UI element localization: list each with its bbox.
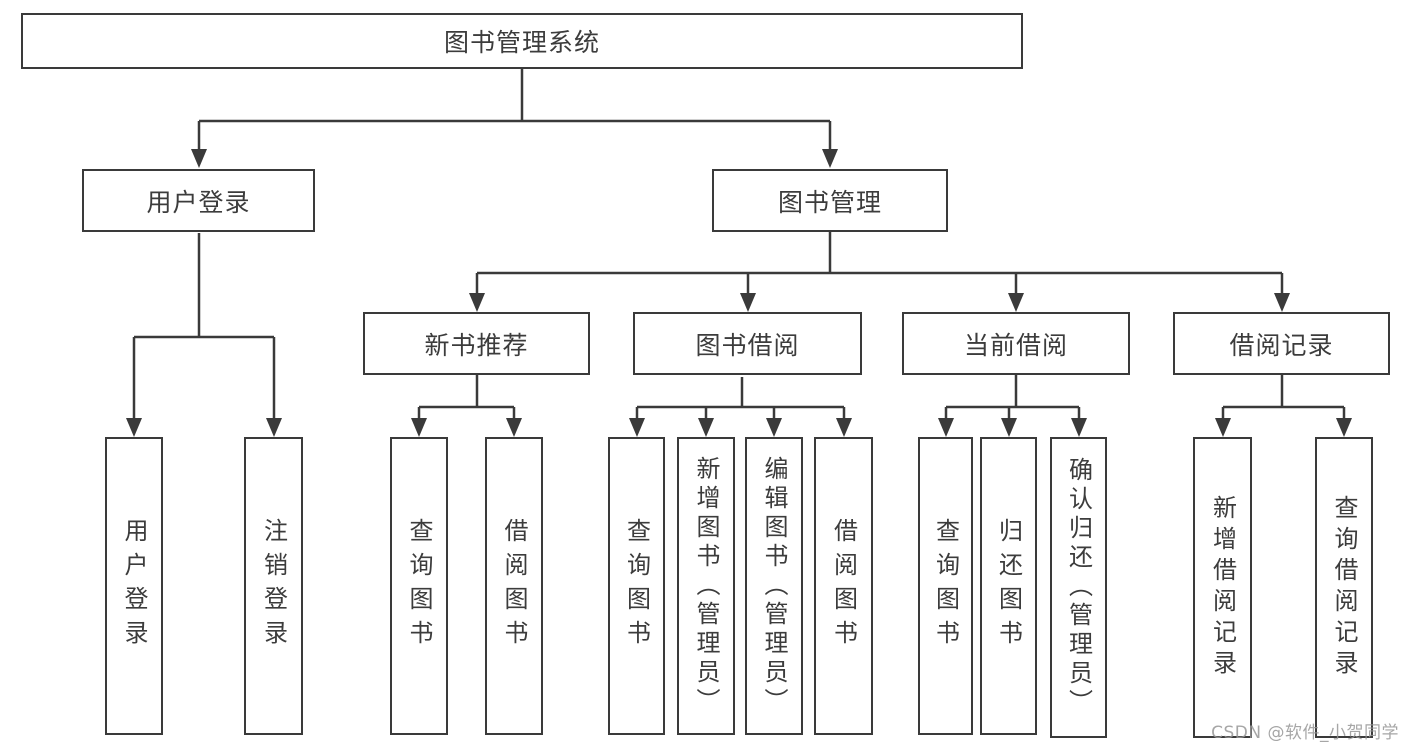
leaf-add-book-admin-label: 新增图书（管理员） xyxy=(692,455,720,717)
leaf-query-books-recommend: 查询图书 xyxy=(390,437,448,735)
leaf-edit-book-admin: 编辑图书（管理员） xyxy=(745,437,803,735)
leaf-query-books-current: 查询图书 xyxy=(918,437,973,735)
csdn-watermark: CSDN @软件_小贺同学 xyxy=(1211,723,1399,743)
leaf-return-books-label: 归还图书 xyxy=(994,518,1023,654)
leaf-query-borrow-record-label: 查询借阅记录 xyxy=(1330,494,1358,681)
leaf-confirm-return-admin-label: 确认归还（管理员） xyxy=(1064,457,1093,718)
node-user-login: 用户登录 xyxy=(82,169,315,232)
leaf-borrow-books-recommend-label: 借阅图书 xyxy=(500,518,528,654)
leaf-user-login-label: 用户登录 xyxy=(120,518,148,654)
node-new-book-recommend: 新书推荐 xyxy=(363,312,590,375)
node-library-management-system: 图书管理系统 xyxy=(21,13,1023,69)
node-new-book-recommend-label: 新书推荐 xyxy=(424,330,529,360)
node-book-borrowing: 图书借阅 xyxy=(633,312,862,375)
leaf-logout-label: 注销登录 xyxy=(259,518,288,654)
arrowheads xyxy=(126,149,1352,437)
node-borrowing-records-label: 借阅记录 xyxy=(1229,330,1334,360)
leaf-edit-book-admin-label: 编辑图书（管理员） xyxy=(760,455,788,717)
leaf-query-books-current-label: 查询图书 xyxy=(931,518,960,654)
leaf-logout: 注销登录 xyxy=(244,437,303,735)
leaf-user-login: 用户登录 xyxy=(105,437,163,735)
leaf-query-books-borrowing-label: 查询图书 xyxy=(622,518,651,654)
node-user-login-label: 用户登录 xyxy=(146,187,251,217)
leaf-query-books-recommend-label: 查询图书 xyxy=(405,518,433,654)
leaf-add-borrow-record: 新增借阅记录 xyxy=(1193,437,1252,738)
node-book-management: 图书管理 xyxy=(712,169,948,232)
leaf-query-books-borrowing: 查询图书 xyxy=(608,437,665,735)
node-current-borrowing: 当前借阅 xyxy=(902,312,1130,375)
leaf-borrow-books-recommend: 借阅图书 xyxy=(485,437,543,735)
node-current-borrowing-label: 当前借阅 xyxy=(963,330,1068,360)
leaf-borrow-books-borrowing-label: 借阅图书 xyxy=(829,518,858,654)
leaf-add-borrow-record-label: 新增借阅记录 xyxy=(1208,494,1237,681)
leaf-borrow-books-borrowing: 借阅图书 xyxy=(814,437,873,735)
leaf-confirm-return-admin: 确认归还（管理员） xyxy=(1050,437,1107,738)
leaf-add-book-admin: 新增图书（管理员） xyxy=(677,437,735,735)
node-borrowing-records: 借阅记录 xyxy=(1173,312,1390,375)
leaf-query-borrow-record: 查询借阅记录 xyxy=(1315,437,1373,738)
node-book-management-label: 图书管理 xyxy=(777,187,882,217)
node-library-management-system-label: 图书管理系统 xyxy=(443,28,600,57)
leaf-return-books: 归还图书 xyxy=(980,437,1037,735)
node-book-borrowing-label: 图书借阅 xyxy=(695,330,800,360)
